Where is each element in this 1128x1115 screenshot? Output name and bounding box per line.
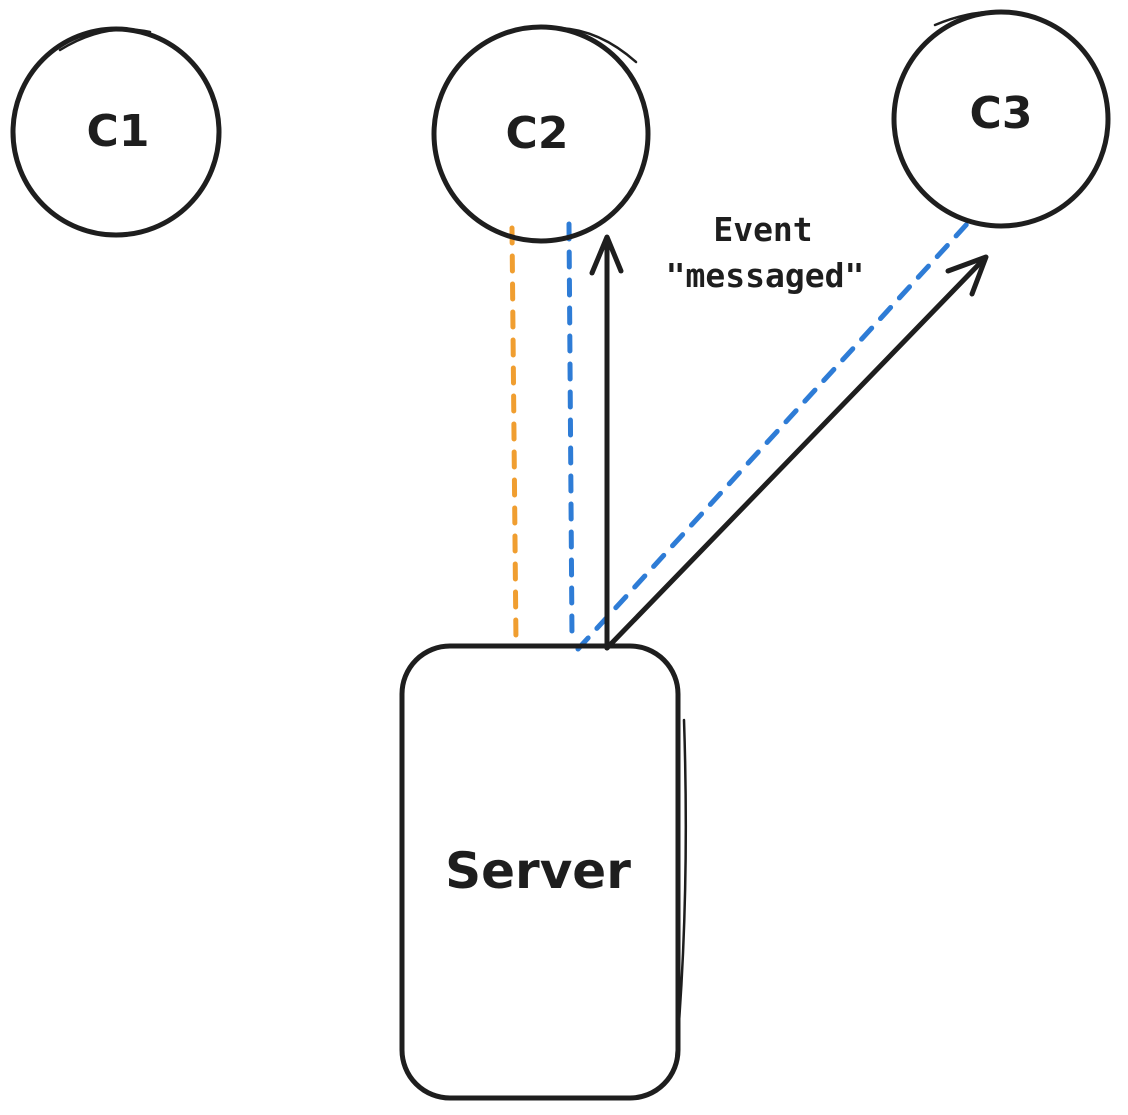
server-box bbox=[399, 643, 681, 1101]
dashed-connection-c2-server-blue bbox=[566, 221, 575, 641]
sketch-stroke bbox=[674, 718, 688, 1062]
sketch-stroke bbox=[933, 10, 1032, 27]
client-node-c3: C3 bbox=[891, 9, 1111, 229]
event-annotation: Event "messaged" bbox=[666, 210, 865, 295]
client-c2-circle bbox=[431, 24, 651, 244]
event-arrow-server-to-c2 bbox=[589, 234, 624, 651]
dashed-connection-server-c3-blue bbox=[575, 221, 970, 652]
dashed-connection-c2-server-orange bbox=[509, 225, 519, 646]
event-label-line1: Event bbox=[713, 210, 812, 249]
client-c3-label: C3 bbox=[970, 88, 1033, 139]
client-node-c2: C2 bbox=[431, 24, 651, 244]
event-arrow-server-to-c3 bbox=[604, 254, 989, 651]
sketch-stroke bbox=[558, 26, 638, 64]
arrowhead-diagonal-icon bbox=[945, 254, 989, 297]
server-label: Server bbox=[445, 842, 631, 900]
server-node: Server bbox=[399, 643, 688, 1101]
client-c1-label: C1 bbox=[87, 106, 150, 157]
arrowhead-up-icon bbox=[589, 234, 624, 276]
client-node-c1: C1 bbox=[10, 26, 222, 238]
event-label-line2: "messaged" bbox=[666, 256, 865, 295]
sketch-stroke bbox=[58, 28, 152, 52]
client-c2-label: C2 bbox=[506, 108, 569, 159]
